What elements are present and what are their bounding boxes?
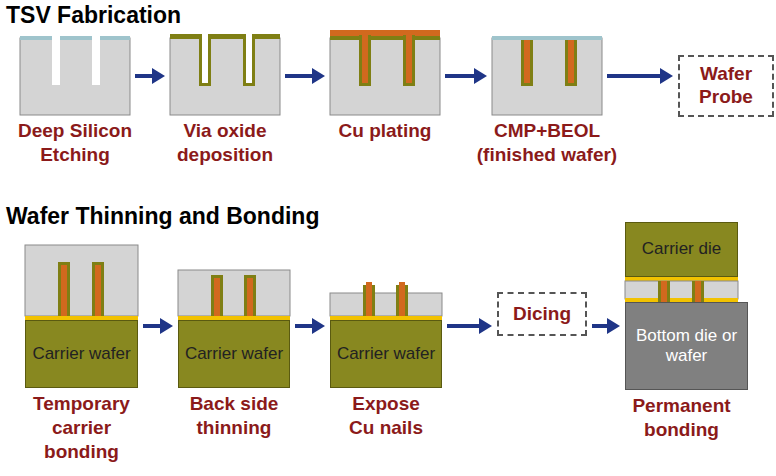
arrow-shaft	[285, 74, 313, 78]
process-stage: CMP+BEOL (finished wafer)	[492, 36, 602, 115]
box-label: Wafer Probe	[680, 63, 772, 109]
arrow-shaft	[295, 324, 313, 328]
process-step-box: Wafer Probe	[678, 55, 774, 117]
arrow-head	[152, 68, 165, 84]
arrow-head	[160, 318, 173, 334]
step-caption: Cu plating	[319, 119, 451, 143]
arrow-head	[479, 318, 492, 334]
die-box: Bottom die or wafer	[625, 302, 748, 390]
silicon-wafer	[330, 282, 442, 320]
silicon-wafer	[492, 36, 602, 115]
arrow-shaft	[592, 324, 608, 328]
arrow-shaft	[607, 74, 661, 78]
silicon-wafer	[25, 245, 138, 320]
flow-arrow	[445, 68, 487, 84]
thin-die-stack	[625, 277, 738, 302]
box-label: Carrier wafer	[337, 344, 435, 364]
step-caption: Via oxide deposition	[159, 119, 291, 167]
flow-arrow	[285, 68, 325, 84]
flow-arrow	[607, 68, 673, 84]
carrier-box: Carrier wafer	[330, 320, 442, 388]
step-caption: Temporary carrier bonding	[27, 392, 137, 463]
flow-arrow	[135, 68, 165, 84]
arrow-head	[607, 318, 620, 334]
box-label: Carrier die	[642, 239, 721, 259]
arrow-shaft	[135, 74, 153, 78]
process-stage: Permanent bondingCarrier dieBottom die o…	[625, 222, 738, 390]
silicon-wafer	[178, 270, 290, 320]
flow-arrow	[295, 318, 325, 334]
carrier-box: Carrier die	[625, 222, 738, 277]
box-label: Carrier wafer	[32, 344, 130, 364]
arrow-head	[660, 68, 673, 84]
arrow-head	[312, 68, 325, 84]
section-heading: Wafer Thinning and Bonding	[6, 203, 319, 230]
step-caption: Permanent bonding	[621, 394, 743, 442]
step-caption: Deep Silicon Etching	[9, 119, 141, 167]
diagram-title: TSV Fabrication	[6, 2, 181, 29]
arrow-head	[312, 318, 325, 334]
box-label: Carrier wafer	[185, 344, 283, 364]
flow-arrow	[447, 318, 492, 334]
process-stage: Via oxide deposition	[170, 36, 280, 115]
box-label: Dicing	[513, 303, 571, 326]
arrow-shaft	[143, 324, 161, 328]
silicon-wafer	[170, 34, 280, 115]
step-caption: CMP+BEOL (finished wafer)	[465, 119, 630, 167]
process-stage: Deep Silicon Etching	[20, 36, 130, 115]
flow-arrow	[592, 318, 620, 334]
process-stage: Expose Cu nailsCarrier wafer	[330, 282, 442, 388]
process-step-box: Dicing	[497, 292, 587, 336]
flow-arrow	[143, 318, 173, 334]
box-label: Bottom die or wafer	[626, 326, 747, 367]
process-stage: Back side thinningCarrier wafer	[178, 270, 290, 388]
process-stage: Temporary carrier bondingCarrier wafer	[25, 245, 138, 388]
arrow-shaft	[445, 74, 475, 78]
silicon-wafer	[20, 36, 130, 115]
process-stage: Cu plating	[330, 36, 440, 115]
silicon-wafer	[330, 30, 440, 115]
carrier-box: Carrier wafer	[178, 320, 290, 388]
arrow-shaft	[447, 324, 480, 328]
step-caption: Expose Cu nails	[341, 392, 431, 440]
carrier-box: Carrier wafer	[25, 320, 138, 388]
step-caption: Back side thinning	[177, 392, 292, 440]
arrow-head	[474, 68, 487, 84]
